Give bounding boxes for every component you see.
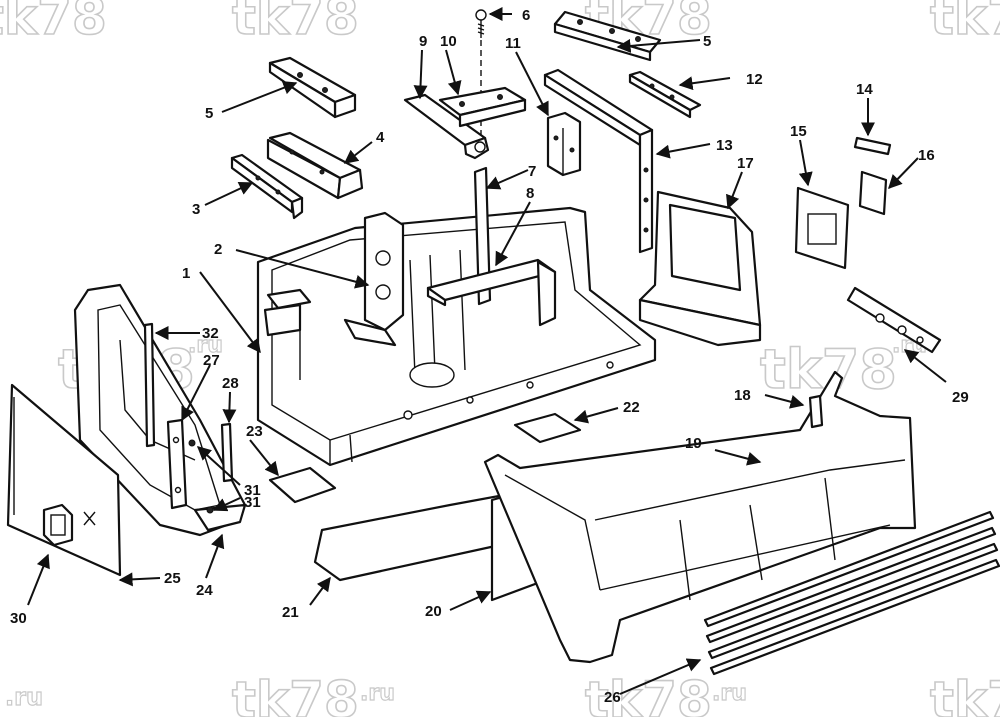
watermark-main: tk78 <box>232 0 359 46</box>
part-8 <box>426 258 557 327</box>
part-1-tub <box>256 206 657 467</box>
callout-30: 30 <box>10 610 27 627</box>
callout-17: 17 <box>737 155 754 172</box>
part-11 <box>546 111 582 177</box>
part-13 <box>543 68 654 254</box>
part-29 <box>846 286 942 354</box>
callout-5-left: 5 <box>205 105 213 122</box>
part-32 <box>143 322 156 448</box>
callout-16: 16 <box>918 147 935 164</box>
part-9-10-bracket <box>403 86 527 160</box>
part-14 <box>853 136 892 156</box>
part-16 <box>858 170 888 216</box>
callout-labels: 1 2 3 4 5 5 6 7 8 9 10 11 12 13 14 15 16… <box>10 7 969 706</box>
part-19-cap <box>483 370 917 664</box>
callout-29: 29 <box>952 389 969 406</box>
callout-23: 23 <box>246 423 263 440</box>
callout-1: 1 <box>182 265 190 282</box>
callout-31-b: 31 <box>244 494 261 511</box>
watermark-suffix: .ru <box>5 683 43 711</box>
watermark-main: tk78 <box>585 671 712 717</box>
watermark-suffix: .ru <box>188 333 223 358</box>
callout-24: 24 <box>196 582 213 599</box>
callout-3: 3 <box>192 201 200 218</box>
callout-13: 13 <box>716 137 733 154</box>
part-7-post <box>473 166 492 306</box>
callout-7: 7 <box>528 163 536 180</box>
callout-28: 28 <box>222 375 239 392</box>
leader-lines <box>27 7 947 695</box>
callout-9: 9 <box>419 33 427 50</box>
callout-18: 18 <box>734 387 751 404</box>
watermark-main: tk78 <box>930 0 1000 46</box>
part-6-eyebolt <box>475 9 487 150</box>
callout-4: 4 <box>376 129 385 146</box>
callout-19: 19 <box>685 435 702 452</box>
callout-14: 14 <box>856 81 873 98</box>
part-15 <box>794 186 850 270</box>
part-2 <box>343 211 405 347</box>
callout-21: 21 <box>282 604 299 621</box>
watermark-suffix: .ru <box>712 681 747 706</box>
callout-25: 25 <box>164 570 181 587</box>
callout-26: 26 <box>604 689 621 706</box>
callout-6: 6 <box>522 7 530 24</box>
part-26-strips <box>703 510 1000 676</box>
callout-15: 15 <box>790 123 807 140</box>
callout-8: 8 <box>526 185 534 202</box>
callout-31-a: 31 <box>244 482 261 499</box>
part-22 <box>513 412 582 444</box>
part-18 <box>808 394 824 429</box>
callout-11: 11 <box>505 35 521 52</box>
part-3 <box>230 153 304 220</box>
watermark-main: tk78 <box>232 671 359 717</box>
part-12 <box>628 70 702 119</box>
callout-10: 10 <box>440 33 457 50</box>
callout-5-right: 5 <box>703 33 711 50</box>
part-5-left <box>268 56 357 119</box>
part-30 <box>42 503 96 547</box>
part-4 <box>266 131 364 200</box>
watermark-main: tk78 <box>0 0 107 46</box>
watermark-main: tk78 <box>930 671 1000 717</box>
callout-22: 22 <box>623 399 640 416</box>
callout-12: 12 <box>746 71 763 88</box>
callout-20: 20 <box>425 603 442 620</box>
part-17 <box>638 190 762 347</box>
part-28 <box>220 422 234 483</box>
callout-2: 2 <box>214 241 222 258</box>
callout-27: 27 <box>203 352 220 369</box>
watermark-suffix: .ru <box>360 681 395 706</box>
part-27 <box>166 418 188 510</box>
part-23 <box>268 466 337 504</box>
callout-32: 32 <box>202 325 219 342</box>
